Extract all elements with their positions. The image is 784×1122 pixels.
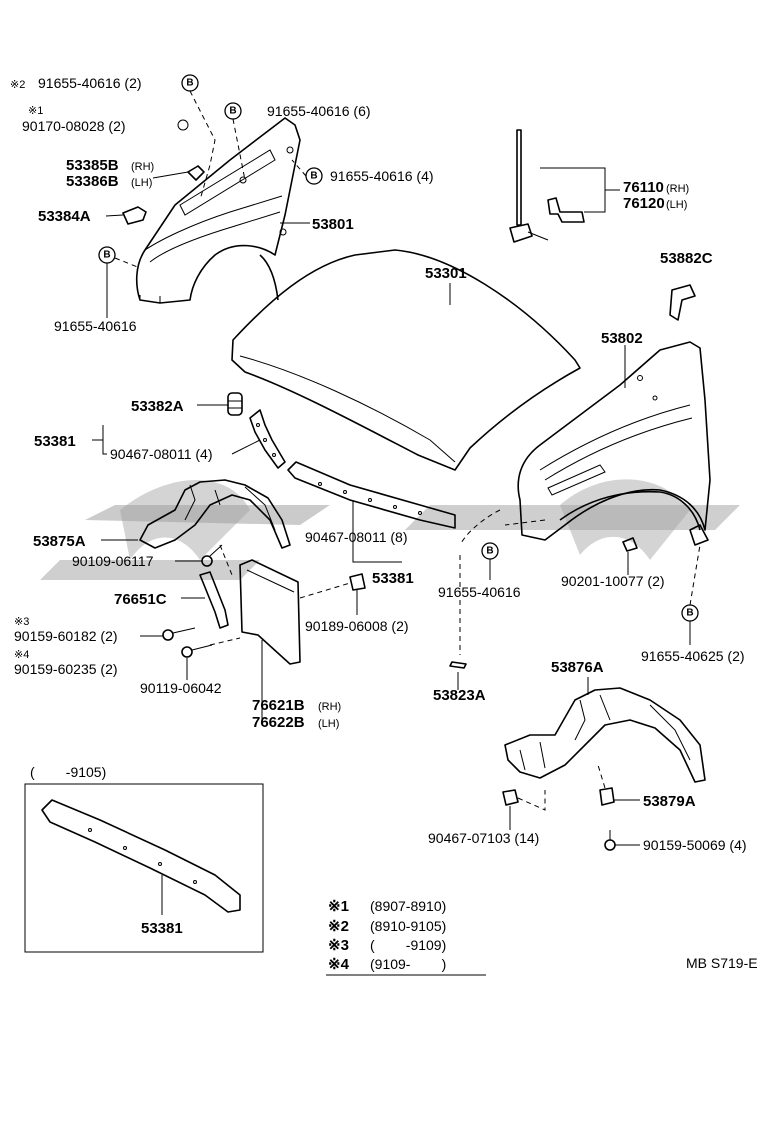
label-76622b-lh: (LH) (318, 718, 339, 730)
bolt-marker-b-6: B (681, 604, 699, 622)
label-91655-40616-2: 91655-40616 (2) (38, 75, 142, 91)
legend-mark-3: ※3 (328, 937, 349, 954)
inset-part-label: 53381 (141, 920, 183, 937)
inset-box (24, 783, 264, 953)
label-53875a: 53875A (33, 533, 86, 550)
legend-range-2: (8910-9105) (370, 918, 446, 934)
label-91655-40616-4: 91655-40616 (4) (330, 168, 434, 184)
label-90109-06117: 90109-06117 (72, 553, 154, 569)
label-mark-4: ※4 (14, 649, 29, 661)
inset-title: ( -9105) (30, 764, 106, 780)
clip-90189 (349, 573, 366, 591)
label-90159-60182: 90159-60182 (2) (14, 628, 118, 644)
screw-90159-50069 (604, 830, 616, 851)
label-90467-07103: 90467-07103 (14) (428, 830, 539, 846)
cushion-53382a (227, 392, 243, 416)
legend-mark-1: ※1 (328, 898, 349, 915)
label-53801: 53801 (312, 216, 354, 233)
clip-53385b (187, 165, 205, 181)
legend-mark-4: ※4 (328, 956, 350, 973)
screw-90159-60182 (162, 627, 196, 641)
label-53301: 53301 (425, 265, 467, 282)
left-fender-53801 (135, 117, 301, 304)
label-76651c: 76651C (114, 591, 167, 608)
label-90467-08011-4: 90467-08011 (4) (110, 446, 212, 462)
strip-76651c (199, 571, 229, 629)
bolt-90170 (177, 119, 189, 131)
liner-53875a (139, 479, 291, 549)
label-90119-06042: 90119-06042 (140, 680, 222, 696)
clip-53879a (599, 787, 615, 806)
footer-reference: MB S719-E (686, 955, 758, 971)
clip-90467-07103 (502, 789, 519, 806)
label-53879a: 53879A (643, 793, 696, 810)
label-53385b: 53385B (66, 157, 119, 174)
bolt-marker-b-3: B (305, 167, 323, 185)
label-mark-1: ※1 (28, 105, 43, 117)
liner-53876a (504, 687, 706, 783)
label-53386b-lh: (LH) (131, 177, 152, 189)
clip-53823a (449, 661, 467, 669)
bolt-marker-b-2: B (224, 102, 242, 120)
label-53802: 53802 (601, 330, 643, 347)
legend-range-1: (8907-8910) (370, 898, 446, 914)
bolt-marker-b-5: B (481, 542, 499, 560)
seal-53381-small (249, 409, 286, 469)
label-76120-lh: (LH) (666, 199, 687, 211)
label-53382a: 53382A (131, 398, 184, 415)
label-76120: 76120 (623, 195, 665, 212)
label-76621b-rh: (RH) (318, 701, 341, 713)
svg-text:B: B (186, 78, 193, 89)
label-53384a: 53384A (38, 208, 91, 225)
label-mark-2: ※2 (10, 79, 25, 91)
mudflap-76621b (239, 559, 301, 665)
label-53386b: 53386B (66, 173, 119, 190)
label-53381-b: 53381 (372, 570, 414, 587)
legend: ※1 (8907-8910) ※2 (8910-9105) ※3 ( -9109… (326, 898, 486, 976)
clip-90201 (622, 537, 638, 552)
label-53385b-rh: (RH) (131, 161, 154, 173)
label-90189-06008: 90189-06008 (2) (305, 618, 409, 634)
label-53882c: 53882C (660, 250, 713, 267)
svg-text:B: B (486, 546, 493, 557)
bracket-53882c (669, 284, 696, 321)
bolt-marker-b-4: B (98, 246, 116, 264)
label-91655-40625: 91655-40625 (2) (641, 648, 745, 664)
label-91655-40616-6: 91655-40616 (6) (267, 103, 371, 119)
label-53876a: 53876A (551, 659, 604, 676)
label-91655-40616-b: 91655-40616 (438, 584, 521, 600)
label-76622b: 76622B (252, 714, 305, 731)
screw-90119-06042 (181, 644, 213, 658)
label-90159-60235: 90159-60235 (2) (14, 661, 118, 677)
label-53823a: 53823A (433, 687, 486, 704)
pad-53384a (122, 206, 147, 225)
label-53381-a: 53381 (34, 433, 76, 450)
label-90201-10077: 90201-10077 (2) (561, 573, 665, 589)
antenna-76110 (509, 129, 585, 243)
legend-mark-2: ※2 (328, 918, 349, 935)
right-fender-53802 (517, 341, 711, 546)
svg-text:B: B (310, 171, 317, 182)
svg-text:B: B (103, 250, 110, 261)
label-76110-rh: (RH) (666, 183, 689, 195)
label-90170-08028: 90170-08028 (2) (22, 118, 126, 134)
label-90467-08011-8: 90467-08011 (8) (305, 529, 407, 545)
legend-range-3: ( -9109) (370, 937, 446, 953)
svg-text:B: B (229, 106, 236, 117)
label-mark-3: ※3 (14, 616, 29, 628)
seal-53381-long (287, 461, 456, 529)
label-76110: 76110 (623, 179, 664, 196)
label-90159-50069: 90159-50069 (4) (643, 837, 747, 853)
legend-range-4: (9109- ) (370, 956, 446, 972)
label-76621b: 76621B (252, 697, 305, 714)
svg-text:B: B (686, 608, 693, 619)
label-91655-40616-a: 91655-40616 (54, 318, 137, 334)
bolt-marker-b-1: B (181, 74, 199, 92)
hood-53301 (231, 249, 581, 471)
